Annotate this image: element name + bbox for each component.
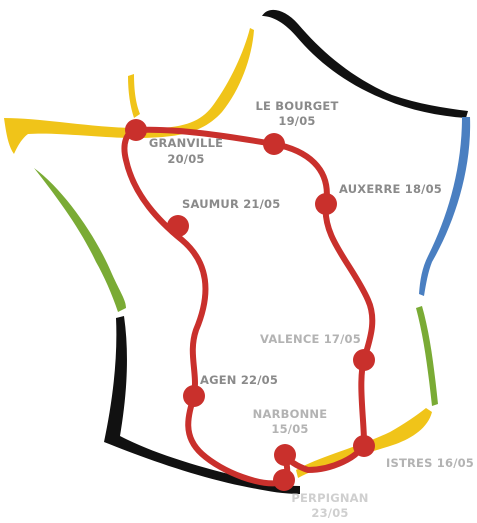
label-le-bourget-date: 19/05 [278,114,315,128]
label-granville-date: 20/05 [167,152,204,166]
stop-valence-marker[interactable] [353,349,375,371]
stop-auxerre-marker[interactable] [315,193,337,215]
border-north-east [262,9,468,118]
label-perpignan-date: 23/05 [311,506,348,520]
border-south-east [416,306,438,406]
label-narbonne-name: NARBONNE [253,407,328,421]
label-narbonne-date: 15/05 [271,422,308,436]
border-north-west [4,28,254,154]
label-granville-name: GRANVILLE [149,136,223,150]
border-east [419,117,471,296]
label-agen: AGEN 22/05 [200,373,278,387]
route-line [121,126,376,487]
border-cotentin [128,74,140,118]
label-auxerre: AUXERRE 18/05 [339,182,442,196]
label-valence: VALENCE 17/05 [260,332,361,346]
stop-granville-marker[interactable] [125,119,147,141]
label-istres: ISTRES 16/05 [386,456,474,470]
stop-agen-marker[interactable] [183,385,205,407]
label-le-bourget-name: LE BOURGET [255,99,338,113]
stop-istres-marker[interactable] [353,435,375,457]
stop-narbonne-marker[interactable] [274,444,296,466]
stop-le-bourget-marker[interactable] [263,133,285,155]
border-west-coast [34,168,126,312]
label-perpignan-name: PERPIGNAN [291,491,368,505]
border-south-west [104,316,300,494]
stop-saumur-marker[interactable] [167,215,189,237]
stop-perpignan-marker[interactable] [273,469,295,491]
label-saumur: SAUMUR 21/05 [182,197,280,211]
